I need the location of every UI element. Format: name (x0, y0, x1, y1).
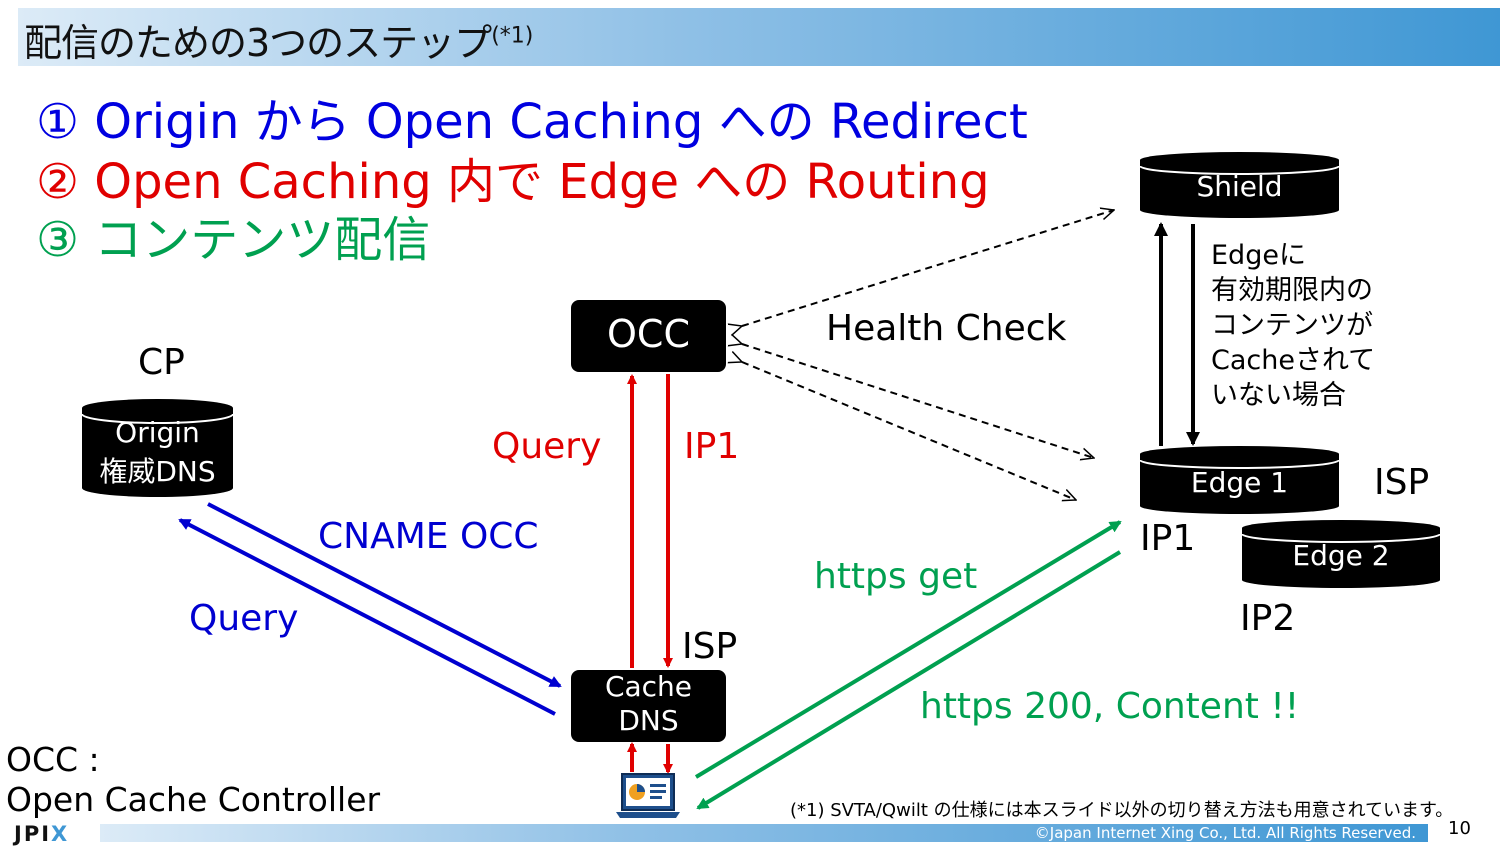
note-line: 有効期限内の (1211, 275, 1373, 306)
ip2-edge-label: IP2 (1240, 598, 1296, 639)
edge2-cylinder (1241, 520, 1441, 588)
health-check-label: Health Check (826, 308, 1067, 349)
ip1-edge-label: IP1 (1140, 518, 1196, 559)
occ-box (571, 300, 726, 372)
shield-fetch-condition-note: Edgeに 有効期限内の コンテンツが Cacheされて いない場合 (1211, 238, 1375, 413)
query-red-label: Query (492, 426, 602, 467)
origin-label-line2: 権威DNS (99, 455, 216, 488)
step-routing: ② Open Caching 内で Edge への Routing (36, 154, 990, 210)
https-get-arrow (694, 520, 1122, 779)
jpix-logo: JPIX (14, 822, 70, 846)
occ-label: OCC (607, 312, 690, 356)
legend-line1: OCC : (6, 740, 100, 779)
footnote: (*1) SVTA/Qwilt の仕様には本スライド以外の切り替え方法も用意され… (790, 800, 1454, 821)
cp-label: CP (138, 342, 185, 383)
ip1-red-label: IP1 (684, 426, 740, 467)
copyright: ©Japan Internet Xing Co., Ltd. All Right… (1034, 824, 1416, 842)
shield-label: Shield (1196, 170, 1283, 203)
isp-edge-label: ISP (1374, 462, 1430, 503)
https-get-label: https get (814, 556, 978, 597)
query-to-origin-arrow (178, 518, 556, 716)
title-footnote-ref: (*1) (491, 23, 534, 49)
title-bar: 配信のための3つのステップ(*1) (18, 8, 1500, 66)
footer-bar: ©Japan Internet Xing Co., Ltd. All Right… (100, 824, 1428, 842)
edge1-cylinder (1139, 446, 1340, 514)
https-200-label: https 200, Content !! (920, 686, 1300, 727)
health-check-arrows (742, 210, 1114, 500)
edge2-label: Edge 2 (1292, 539, 1390, 572)
laptop-chart-icon (616, 773, 680, 818)
origin-label-line1: Origin (115, 416, 200, 449)
slide-title: 配信のための3つのステップ(*1) (24, 21, 534, 65)
cache-dns-label-line2: DNS (618, 704, 679, 737)
note-line: コンテンツが (1211, 310, 1373, 341)
step-redirect: ① Origin から Open Caching への Redirect (36, 94, 1028, 150)
occ-legend: OCC : Open Cache Controller (6, 740, 380, 820)
isp-cache-label: ISP (682, 626, 738, 667)
https-200-arrow (696, 550, 1122, 810)
cache-dns-box (571, 670, 726, 742)
origin-dns-cylinder (81, 399, 234, 497)
page-number: 10 (1448, 818, 1471, 839)
note-line: Edgeに (1211, 240, 1306, 271)
note-line: いない場合 (1211, 380, 1346, 411)
step-delivery: ③ コンテンツ配信 (36, 212, 431, 268)
edge1-label: Edge 1 (1190, 466, 1289, 499)
cache-dns-label-line1: Cache (604, 670, 693, 703)
note-line: Cacheされて (1211, 345, 1376, 376)
legend-line2: Open Cache Controller (6, 780, 381, 819)
cname-occ-arrow (207, 502, 562, 688)
cname-occ-label: CNAME OCC (318, 516, 539, 557)
shield-cylinder (1139, 152, 1340, 218)
query-blue-label: Query (189, 598, 299, 639)
